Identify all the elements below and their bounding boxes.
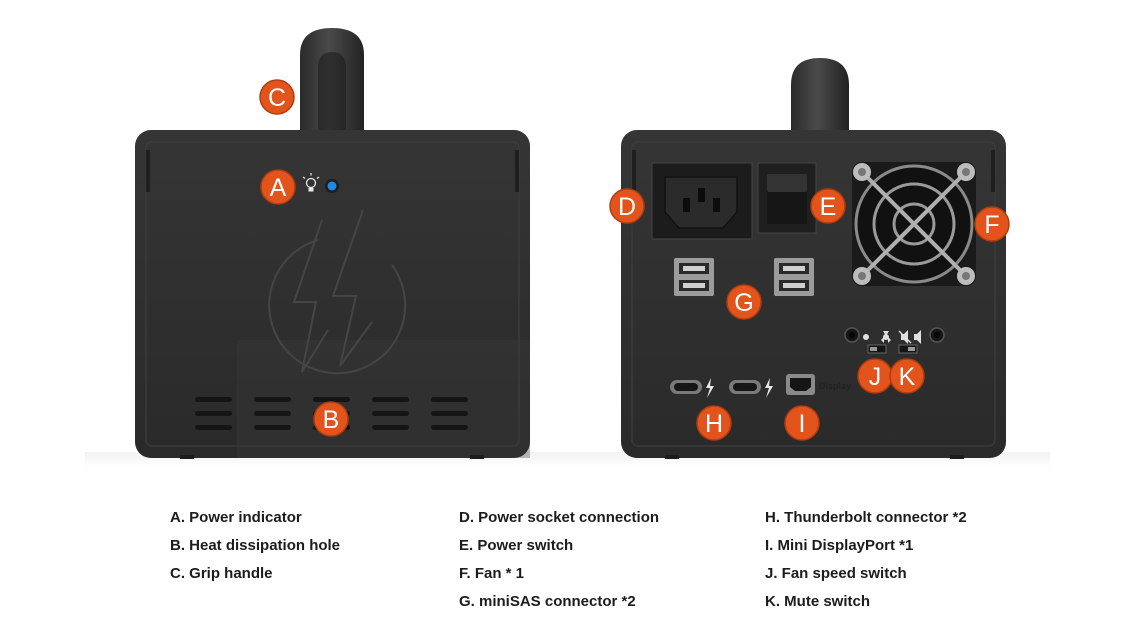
rear-foot-left <box>665 455 679 459</box>
callout-c: C <box>259 79 295 115</box>
rear-foot-right <box>950 455 964 459</box>
legend-item: I. Mini DisplayPort *1 <box>765 537 914 554</box>
mute-switch-knob <box>908 347 915 351</box>
legend-item: D. Power socket connection <box>459 509 660 526</box>
thunderbolt-connector-left[interactable] <box>670 380 702 394</box>
callout-g: G <box>726 284 762 320</box>
front-foot-left <box>180 455 194 459</box>
callout-b: B <box>313 401 349 437</box>
callout-e: E <box>810 188 846 224</box>
legend-item: G. miniSAS connector *2 <box>459 593 636 610</box>
front-panel-outline <box>145 141 520 447</box>
rear-panel-outline <box>631 141 996 447</box>
rear-right-slot <box>991 150 995 192</box>
callout-a-label: A <box>270 174 287 202</box>
front-left-slot <box>146 150 150 192</box>
legend-item: H. Thunderbolt connector *2 <box>765 509 967 526</box>
mini-displayport[interactable] <box>786 374 815 395</box>
callout-i: I <box>784 405 820 441</box>
switch-panel <box>844 327 945 343</box>
thunderbolt-icon <box>706 378 714 398</box>
rear-grip-handle <box>791 58 849 132</box>
callout-j-label: J <box>869 363 882 391</box>
callout-k-label: K <box>899 363 916 391</box>
callout-b-label: B <box>323 406 340 434</box>
thunderbolt-icon <box>765 378 773 398</box>
callout-d: D <box>609 188 645 224</box>
callout-j: J <box>857 358 893 394</box>
callout-g-label: G <box>734 289 753 317</box>
display-port-label: Display <box>819 381 851 391</box>
thunderbolt-logo-icon <box>268 209 407 375</box>
legend-item: B. Heat dissipation hole <box>170 537 341 554</box>
front-right-slot <box>515 150 519 192</box>
fan <box>852 162 976 286</box>
minisas-connector-left[interactable] <box>674 258 714 296</box>
callout-a: A <box>260 169 296 205</box>
callout-c-label: C <box>268 84 286 112</box>
mute-icon <box>898 330 921 344</box>
power-indicator-led <box>327 181 337 191</box>
thunderbolt-connector-right[interactable] <box>729 380 761 394</box>
legend-column-2: D. Power socket connection E. Power swit… <box>459 508 659 620</box>
legend-item: F. Fan * 1 <box>459 565 525 582</box>
front-view <box>135 28 530 459</box>
callout-i-label: I <box>799 410 806 438</box>
legend-item: E. Power switch <box>459 537 574 554</box>
fan-icon <box>863 331 891 343</box>
legend-column-1: A. Power indicator B. Heat dissipation h… <box>170 508 340 592</box>
legend-item: K. Mute switch <box>765 593 871 610</box>
minisas-connector-right[interactable] <box>774 258 814 296</box>
legend: A. Power indicator B. Heat dissipation h… <box>0 508 1138 618</box>
power-switch[interactable] <box>757 162 817 234</box>
callout-d-label: D <box>618 193 636 221</box>
callout-h-label: H <box>705 410 723 438</box>
legend-column-3: H. Thunderbolt connector *2 I. Mini Disp… <box>765 508 967 620</box>
callout-f: F <box>974 206 1010 242</box>
legend-item: A. Power indicator <box>170 509 302 526</box>
power-socket <box>651 162 753 240</box>
callout-f-label: F <box>984 211 999 239</box>
front-body <box>135 130 530 458</box>
legend-item: C. Grip handle <box>170 565 273 582</box>
callout-h: H <box>696 405 732 441</box>
callout-k: K <box>889 358 925 394</box>
callout-e-label: E <box>820 193 837 221</box>
fan-speed-switch-knob <box>870 347 877 351</box>
legend-item: J. Fan speed switch <box>765 565 907 582</box>
front-foot-right <box>470 455 484 459</box>
rear-left-slot <box>632 150 636 192</box>
front-handle-recess <box>318 52 346 132</box>
lightbulb-icon <box>302 173 320 192</box>
